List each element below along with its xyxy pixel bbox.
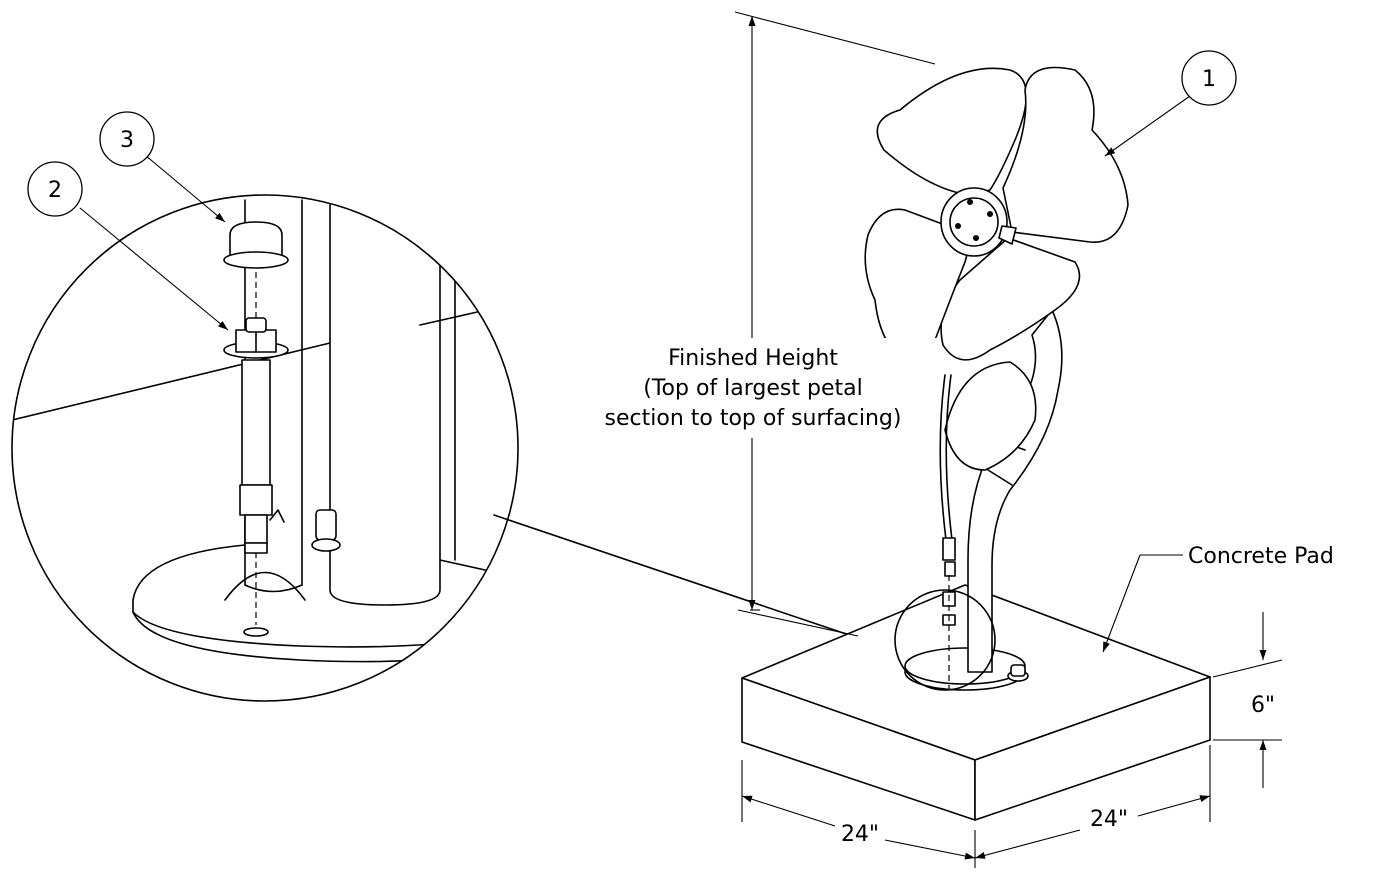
width-dimensions: [741, 745, 1211, 868]
concrete-pad-label: Concrete Pad: [1188, 544, 1334, 569]
callout-3: 3: [99, 111, 155, 167]
product-base-plate: [904, 647, 1029, 691]
callout-2-leader: [79, 207, 229, 331]
width-right-dim-label: 24": [1090, 807, 1128, 832]
detail-leader-line: [493, 514, 859, 639]
flower-sculpture: [864, 66, 1129, 690]
callout-3-number: 3: [120, 128, 134, 153]
callout-2: 2: [27, 161, 83, 217]
height-dimension: [734, 11, 936, 637]
callout-2-number: 2: [48, 178, 62, 203]
detail-reference-circle: [894, 589, 996, 691]
finished-height-line-2: (Top of largest petal: [643, 376, 862, 401]
depth-dimension: [1212, 612, 1283, 788]
height-dim-label: 6": [1251, 693, 1275, 718]
finished-height-line-3: section to top of surfacing): [605, 406, 902, 431]
callout-3-leader: [144, 154, 226, 223]
finished-height-label: Finished Height (Top of largest petal se…: [572, 338, 938, 438]
callout-1: 1: [1181, 50, 1237, 106]
finished-height-line-1: Finished Height: [668, 346, 838, 371]
callout-1-number: 1: [1202, 67, 1216, 92]
callout-1-leader: [1104, 95, 1191, 157]
detail-view: [11, 194, 519, 702]
concrete-pad-leader: [1102, 554, 1183, 653]
width-left-dim-label: 24": [841, 822, 879, 847]
